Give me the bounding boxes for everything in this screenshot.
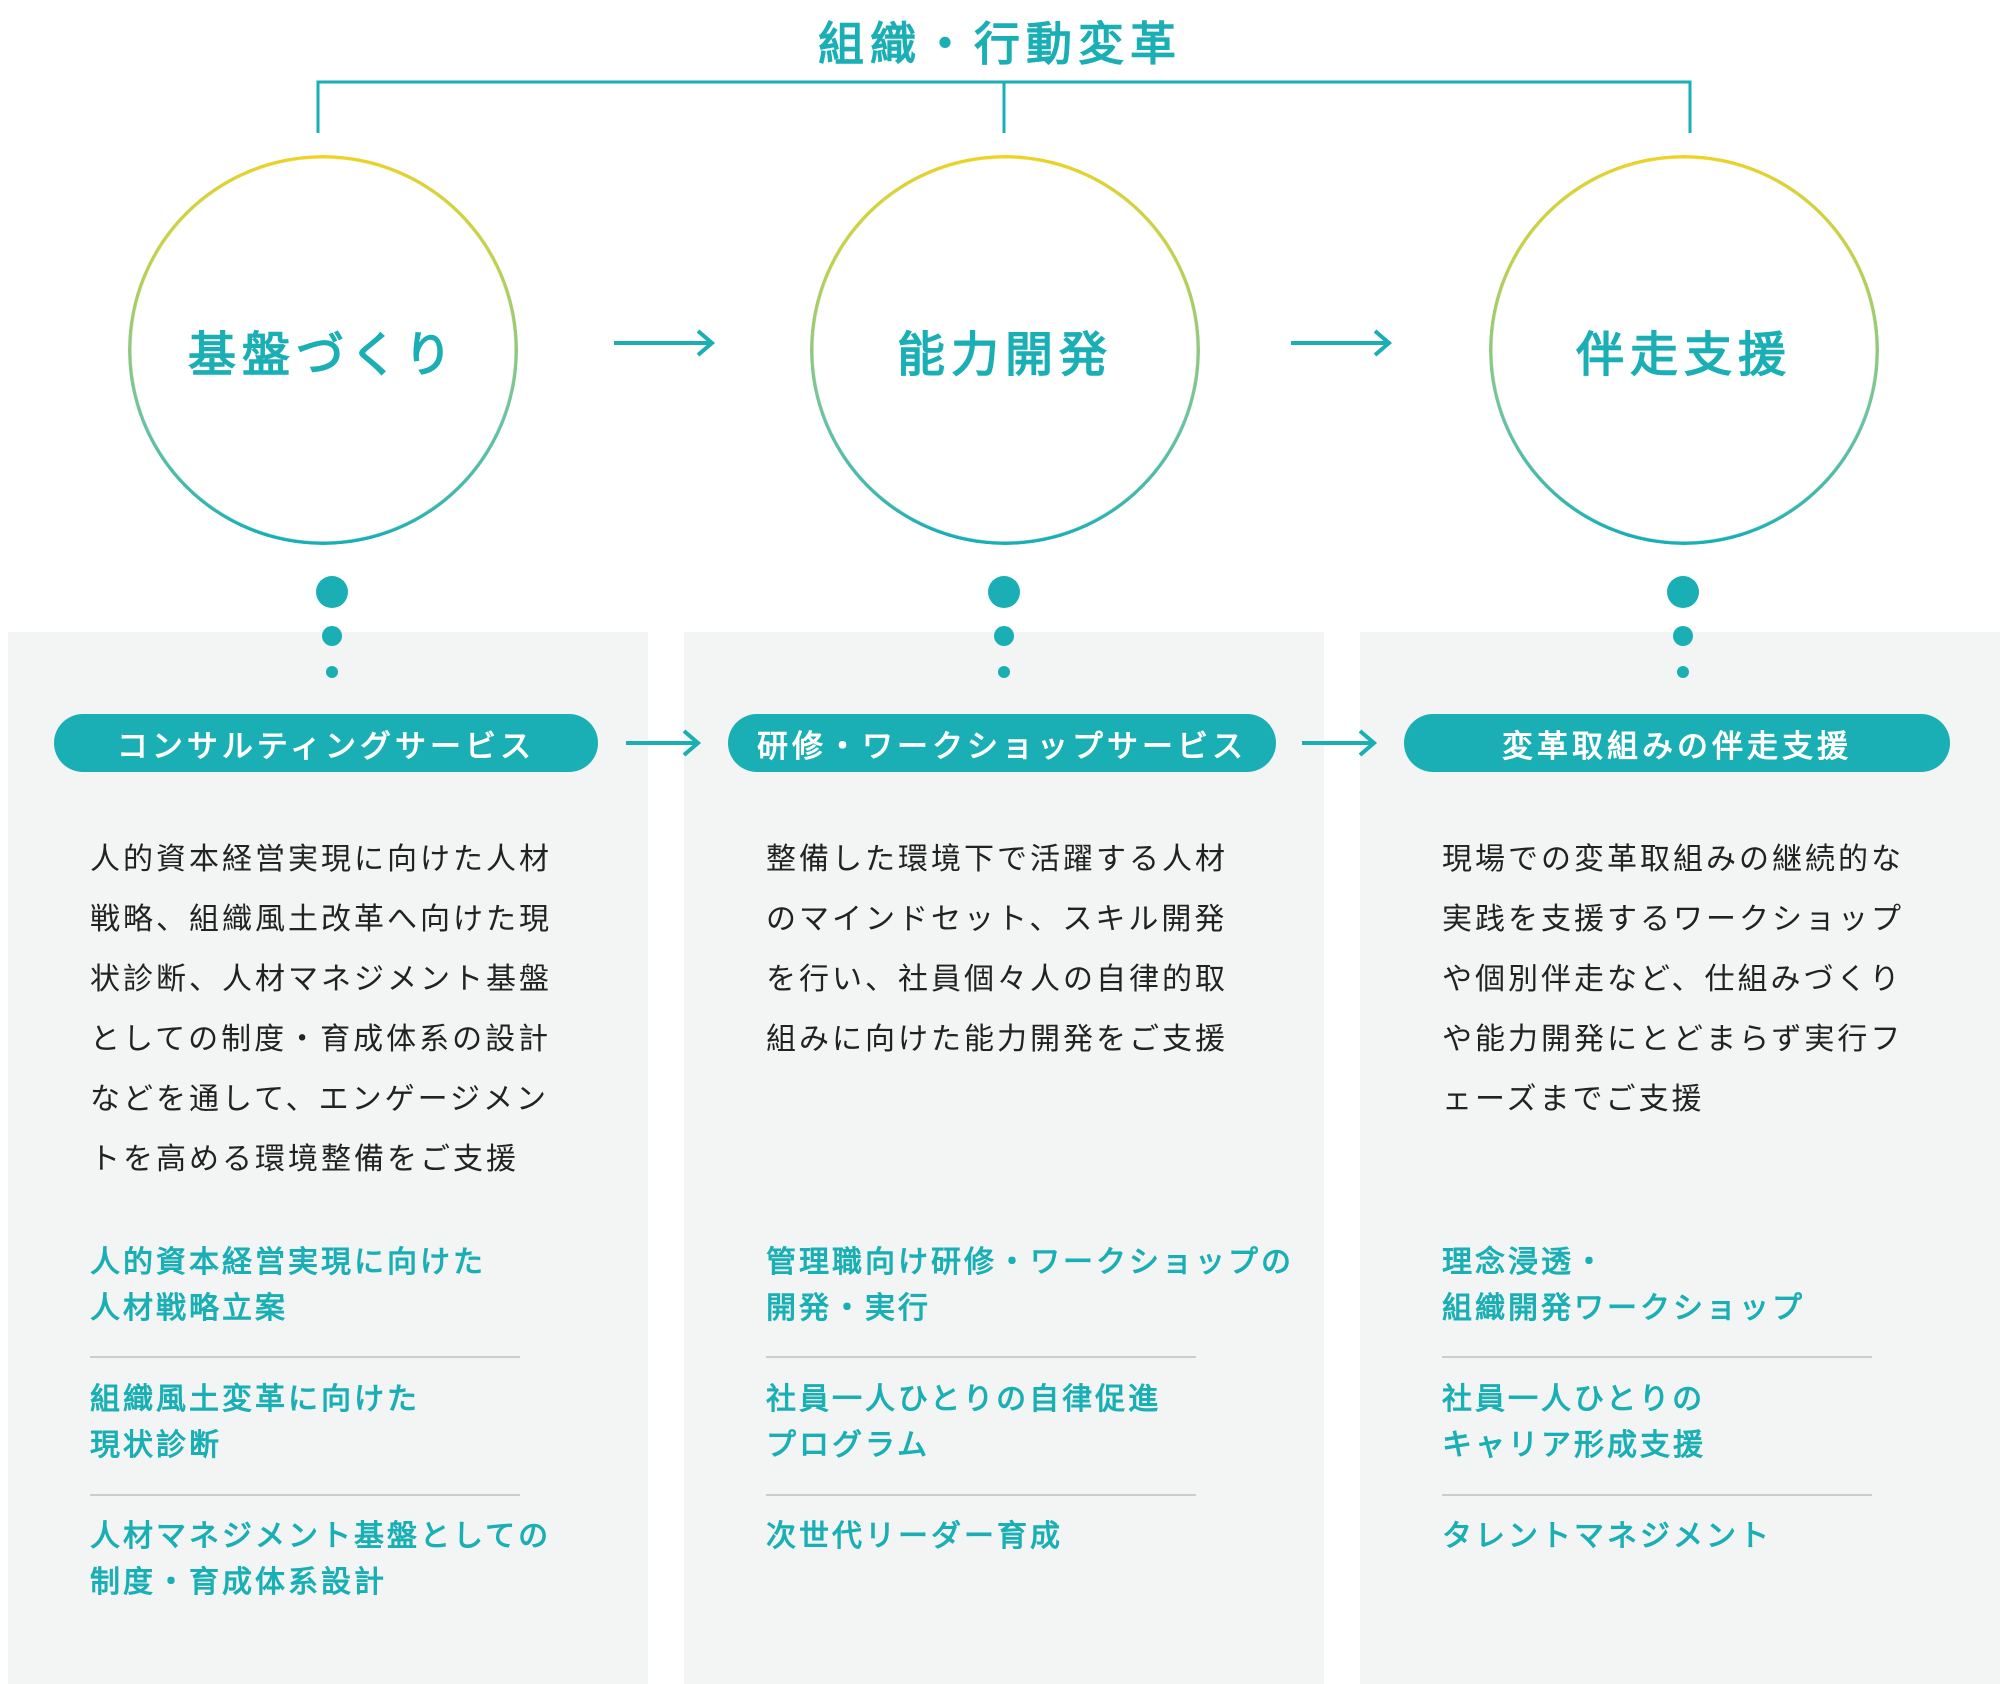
service-item: 理念浸透・ 組織開発ワークショップ — [1442, 1245, 1805, 1326]
service-item: 人的資本経営実現に向けた 人材戦略立案 — [90, 1245, 486, 1326]
item-divider — [1442, 1494, 1872, 1496]
stage-label-noryoku: 能力開発 — [896, 327, 1113, 383]
connector-dot-large — [988, 576, 1020, 608]
stage-circle-ring — [1489, 155, 1879, 545]
stage-circle-ring — [128, 155, 518, 545]
right-arrow-icon — [626, 729, 702, 757]
right-arrow-icon — [1291, 329, 1393, 357]
service-description: 整備した環境下で活躍する人材のマインドセット、スキル開発を行い、社員個々人の自律… — [766, 842, 1228, 1057]
connector-dot-medium — [1673, 626, 1693, 646]
service-pill-training: 研修・ワークショップサービス — [728, 714, 1276, 772]
service-pill-consulting: コンサルティングサービス — [54, 714, 598, 772]
service-item: 組織風土変革に向けた 現状診断 — [90, 1382, 420, 1463]
service-description: 現場での変革取組みの継続的な実践を支援するワークショップや個別伴走など、仕組みづ… — [1442, 842, 1904, 1117]
stage-label-bansou: 伴走支援 — [1575, 327, 1792, 383]
item-divider — [766, 1356, 1196, 1358]
diagram-title: 組織・行動変革 — [818, 17, 1182, 71]
service-panel-support — [1360, 632, 2000, 1684]
connector-dot-large — [316, 576, 348, 608]
stage-circle-ring — [810, 155, 1200, 545]
service-panel-training — [684, 632, 1324, 1684]
service-pill-support: 変革取組みの伴走支援 — [1404, 714, 1950, 772]
connector-dot-medium — [322, 626, 342, 646]
service-item: 管理職向け研修・ワークショップの 開発・実行 — [766, 1245, 1294, 1326]
bracket-connector — [316, 80, 1692, 133]
service-item: 人材マネジメント基盤としての 制度・育成体系設計 — [90, 1519, 552, 1600]
connector-dot-medium — [994, 626, 1014, 646]
item-divider — [90, 1494, 520, 1496]
service-item: 社員一人ひとりの自律促進 プログラム — [766, 1382, 1162, 1463]
service-item: 社員一人ひとりの キャリア形成支援 — [1442, 1382, 1706, 1463]
connector-dot-small — [326, 666, 338, 678]
service-item: タレントマネジメント — [1442, 1519, 1772, 1554]
service-description: 人的資本経営実現に向けた人材戦略、組織風土改革へ向けた現状診断、人材マネジメント… — [90, 842, 552, 1177]
connector-dot-large — [1667, 576, 1699, 608]
service-panel-consulting — [8, 632, 648, 1684]
right-arrow-icon — [614, 329, 716, 357]
right-arrow-icon — [1302, 729, 1378, 757]
connector-dot-small — [998, 666, 1010, 678]
service-item: 次世代リーダー育成 — [766, 1519, 1063, 1554]
stage-label-kiban: 基盤づくり — [187, 327, 458, 383]
item-divider — [766, 1494, 1196, 1496]
item-divider — [90, 1356, 520, 1358]
item-divider — [1442, 1356, 1872, 1358]
connector-dot-small — [1677, 666, 1689, 678]
